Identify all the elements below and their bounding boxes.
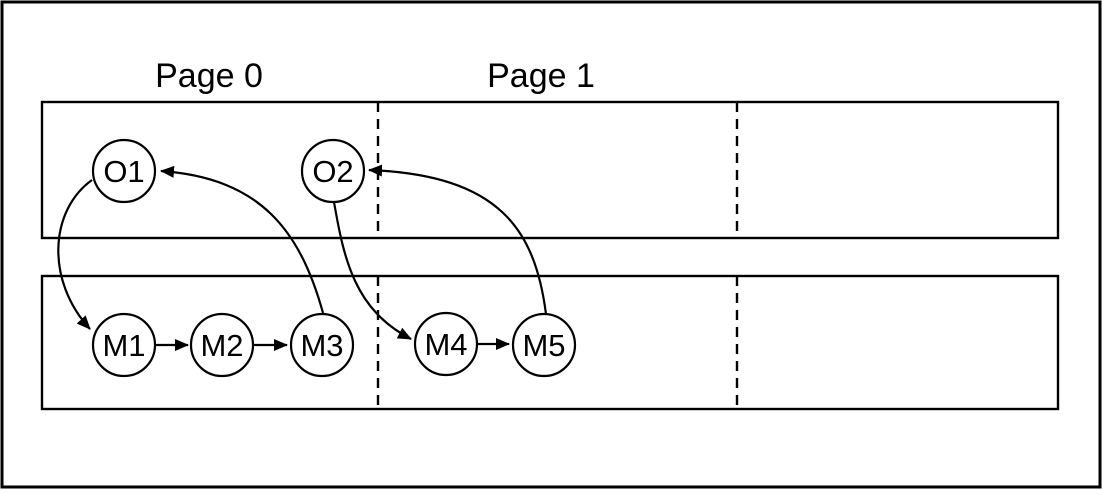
- node-O1-label: O1: [103, 154, 144, 189]
- node-O2: O2: [300, 138, 366, 204]
- node-M4-label: M4: [424, 327, 467, 362]
- node-M2-circle: [189, 312, 255, 378]
- node-M5-circle: [511, 312, 577, 378]
- node-M5: M5: [511, 312, 577, 378]
- node-M2-label: M2: [200, 328, 243, 363]
- node-O1-circle: [91, 138, 157, 204]
- node-M1-label: M1: [102, 328, 145, 363]
- node-O2-circle: [300, 138, 366, 204]
- node-M3-circle: [289, 312, 355, 378]
- objects-band: [40, 100, 1060, 240]
- node-M1-circle: [91, 312, 157, 378]
- node-M4: M4: [413, 311, 479, 377]
- edge-O1-to-M1-arrow: [57, 179, 93, 330]
- page-0-label: Page 0: [155, 57, 263, 95]
- edge-M3-to-O1-arrow: [160, 165, 325, 314]
- modifications-band: [40, 274, 1060, 411]
- node-M2: M2: [189, 312, 255, 378]
- node-M5-label: M5: [522, 328, 565, 363]
- node-M3: M3: [289, 312, 355, 378]
- node-M3-label: M3: [300, 328, 343, 363]
- node-M1: M1: [91, 312, 157, 378]
- page-1-label: Page 1: [487, 57, 595, 95]
- node-O2-label: O2: [312, 154, 353, 189]
- node-M4-circle: [413, 311, 479, 377]
- edge-M5-to-O2-arrow: [368, 164, 548, 315]
- edge-O2-to-M4-arrow: [332, 201, 412, 340]
- node-O1: O1: [91, 138, 157, 204]
